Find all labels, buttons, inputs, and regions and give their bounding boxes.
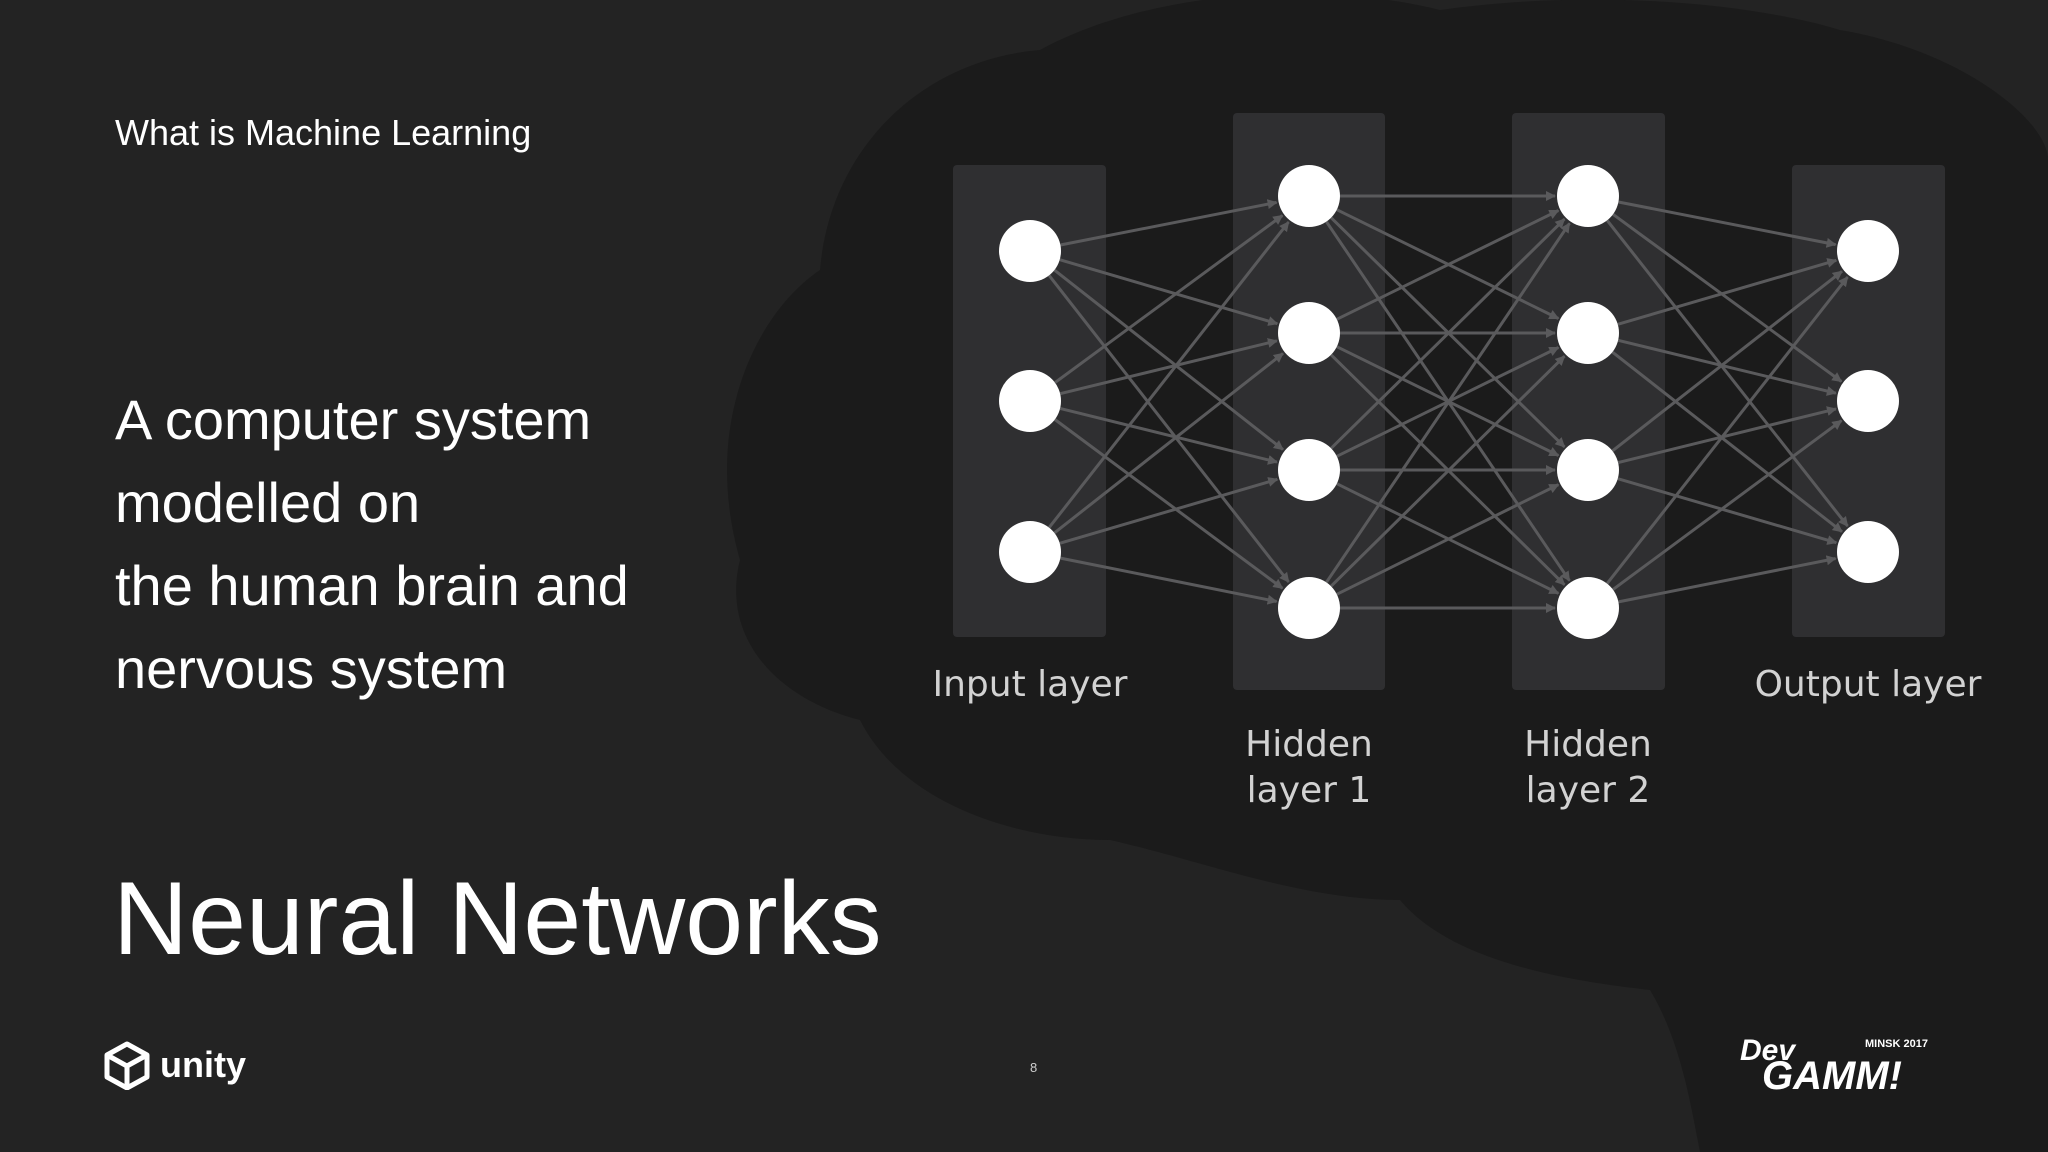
input-layer-node-3 xyxy=(999,521,1061,583)
connection-l1n1-to-l2n3 xyxy=(1053,268,1284,451)
unity-wordmark: unity xyxy=(160,1044,246,1085)
connection-l1n2-to-l2n3 xyxy=(1059,406,1278,465)
output-layer-label: Output layer xyxy=(1738,662,1998,708)
description-line-2: modelled on xyxy=(115,471,421,534)
hidden-layer-1-node-2 xyxy=(1278,302,1340,364)
connection-l3n4-to-l4n2 xyxy=(1612,419,1843,591)
connections xyxy=(1047,191,1849,613)
connection-l3n1-to-l4n3 xyxy=(1606,219,1849,528)
connection-l1n3-to-l2n4 xyxy=(1060,556,1278,605)
connection-l3n4-to-l4n1 xyxy=(1605,276,1849,585)
connection-l2n4-to-l3n2 xyxy=(1330,355,1566,588)
hidden-layer-1-label: Hidden layer 1 xyxy=(1179,722,1439,814)
connection-l3n1-to-l4n1 xyxy=(1618,200,1837,248)
devgamm-dev-text: Dev xyxy=(1740,1034,1796,1067)
hidden-layer-2-label-line-1: Hidden xyxy=(1524,724,1652,765)
connection-l3n2-to-l4n1 xyxy=(1617,258,1838,326)
hidden-layer-2-node-4 xyxy=(1557,577,1619,639)
connection-l1n1-to-l2n4 xyxy=(1047,274,1290,583)
unity-logo: unity xyxy=(102,1040,246,1090)
hidden-layer-1-label-line-1: Hidden xyxy=(1245,724,1373,765)
connection-l1n2-to-l2n2 xyxy=(1059,338,1278,396)
connection-l1n3-to-l2n2 xyxy=(1053,352,1284,535)
connection-l1n1-to-l2n1 xyxy=(1060,199,1278,247)
connection-l1n3-to-l2n1 xyxy=(1047,221,1290,529)
hidden-layer-2-panel xyxy=(1512,113,1665,690)
connection-l2n4-to-l3n3 xyxy=(1336,483,1560,596)
connection-l3n4-to-l4n3 xyxy=(1618,555,1837,604)
description-line-1: A computer system xyxy=(115,388,592,451)
connection-l1n2-to-l2n1 xyxy=(1054,214,1284,384)
hidden-layer-2-node-1 xyxy=(1557,165,1619,227)
hidden-layer-1-node-4 xyxy=(1278,577,1340,639)
output-layer-node-2 xyxy=(1837,370,1899,432)
connection-l3n3-to-l4n3 xyxy=(1617,477,1838,545)
hidden-layer-1-panel xyxy=(1233,113,1385,690)
connection-l1n2-to-l2n4 xyxy=(1054,418,1284,590)
hidden-layer-2-node-2 xyxy=(1557,302,1619,364)
output-layer-node-1 xyxy=(1837,220,1899,282)
devgamm-gamm-text: GAMM! xyxy=(1762,1054,1902,1098)
hidden-layer-1-node-3 xyxy=(1278,439,1340,501)
connection-l2n4-to-l3n1 xyxy=(1325,222,1571,584)
neurons xyxy=(999,165,1899,639)
hidden-layer-2-node-3 xyxy=(1557,439,1619,501)
description-line-3: the human brain and xyxy=(115,554,629,617)
hidden-layer-1-node-1 xyxy=(1278,165,1340,227)
section-heading: What is Machine Learning xyxy=(115,112,532,153)
connection-l2n3-to-l3n1 xyxy=(1330,218,1566,450)
connection-l1n1-to-l2n2 xyxy=(1059,258,1279,326)
input-layer-label: Input layer xyxy=(900,662,1160,708)
connection-l3n2-to-l4n2 xyxy=(1617,338,1837,396)
input-layer-label-line-1: Input layer xyxy=(932,664,1128,705)
hidden-layer-1-label-line-2: layer 1 xyxy=(1246,770,1372,811)
page-number: 8 xyxy=(1030,1060,1038,1075)
input-layer-node-2 xyxy=(999,370,1061,432)
description: A computer system modelled on the human … xyxy=(115,378,629,710)
hidden-layer-2-label: Hidden layer 2 xyxy=(1458,722,1718,814)
output-layer-node-3 xyxy=(1837,521,1899,583)
devgamm-event-text: MINSK 2017 xyxy=(1865,1038,1928,1050)
main-title: Neural Networks xyxy=(113,861,882,977)
connection-l3n1-to-l4n2 xyxy=(1612,213,1843,383)
connection-l2n2-to-l3n1 xyxy=(1336,209,1560,321)
unity-cube-icon xyxy=(104,1041,150,1090)
connection-l1n3-to-l2n3 xyxy=(1059,477,1279,545)
input-layer-node-1 xyxy=(999,220,1061,282)
devgamm-logo: Dev GAMM! MINSK 2017 xyxy=(1740,1034,1930,1098)
connection-l3n3-to-l4n2 xyxy=(1617,406,1837,465)
hidden-layer-2-label-line-2: layer 2 xyxy=(1525,770,1651,811)
output-layer-label-line-1: Output layer xyxy=(1754,664,1982,705)
connection-l3n3-to-l4n1 xyxy=(1611,270,1843,453)
connection-l3n2-to-l4n3 xyxy=(1611,350,1843,533)
description-line-4: nervous system xyxy=(115,637,508,700)
